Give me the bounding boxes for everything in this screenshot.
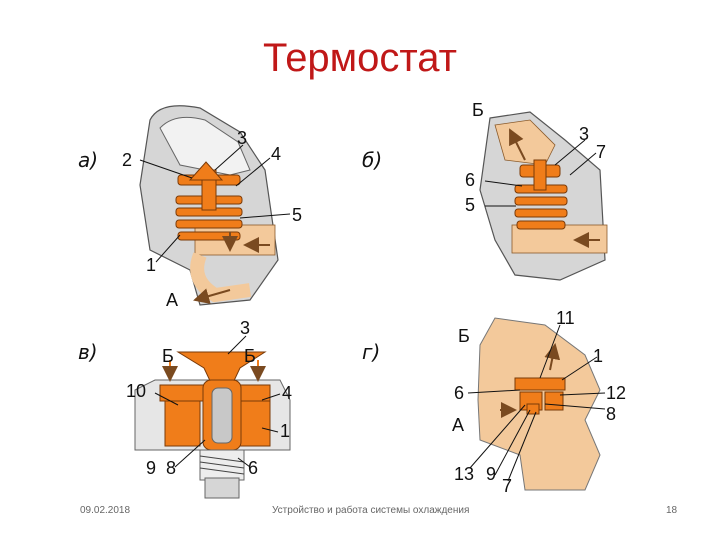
panel-b-caption: б) [362, 148, 383, 172]
footer-page-number: 18 [666, 505, 678, 516]
panel-g-label-12: 12 [606, 383, 626, 403]
panel-g-label-B: Б [458, 326, 470, 346]
panel-g-label-11: 11 [556, 308, 575, 328]
panel-a-label-3: 3 [237, 128, 247, 148]
panel-b-label-B: Б [472, 100, 484, 120]
panel-b-label-7: 7 [596, 142, 606, 162]
panel-g-label-A: А [452, 415, 464, 435]
panel-a-label-1: 1 [146, 255, 156, 275]
panel-v-figure: 3 Б Б 10 4 1 9 8 6 [126, 318, 292, 499]
panel-b-label-5: 5 [465, 195, 475, 215]
panel-v-label-9: 9 [146, 458, 156, 478]
panel-v-label-1: 1 [280, 421, 290, 441]
panel-a-label-A: А [166, 290, 178, 310]
panel-g-label-6: 6 [454, 383, 464, 403]
panel-v-label-B-right: Б [244, 346, 256, 366]
panel-a-figure: 2 3 4 5 1 А [122, 105, 302, 310]
footer-topic: Устройство и работа системы охлаждения [272, 505, 470, 516]
panel-g-label-1: 1 [593, 346, 603, 366]
panel-v-label-10: 10 [126, 381, 146, 401]
panel-a-label-5: 5 [292, 205, 302, 225]
panel-v-caption: в) [78, 340, 98, 364]
panel-v-label-3: 3 [240, 318, 250, 338]
page-title: Термостат [263, 36, 457, 80]
panel-v-label-6: 6 [248, 458, 258, 478]
panel-g-label-13: 13 [454, 464, 474, 484]
panel-b-label-3: 3 [579, 124, 589, 144]
panel-b-label-6: 6 [465, 170, 475, 190]
panel-g-label-7: 7 [502, 476, 512, 496]
panel-v-label-8: 8 [166, 458, 176, 478]
panel-g-label-8: 8 [606, 404, 616, 424]
panel-g-caption: г) [362, 340, 381, 364]
panel-a-caption: а) [78, 148, 99, 172]
panel-a-label-4: 4 [271, 144, 281, 164]
footer-date: 09.02.2018 [80, 505, 131, 516]
panel-g-figure: 11 Б 1 6 12 8 А 13 9 7 [452, 308, 626, 496]
panel-v-label-B-left: Б [162, 346, 174, 366]
panel-a-label-2: 2 [122, 150, 132, 170]
panel-g-label-9: 9 [486, 464, 496, 484]
panel-b-figure: Б 3 7 6 5 [465, 100, 608, 281]
panel-v-label-4: 4 [282, 383, 292, 403]
